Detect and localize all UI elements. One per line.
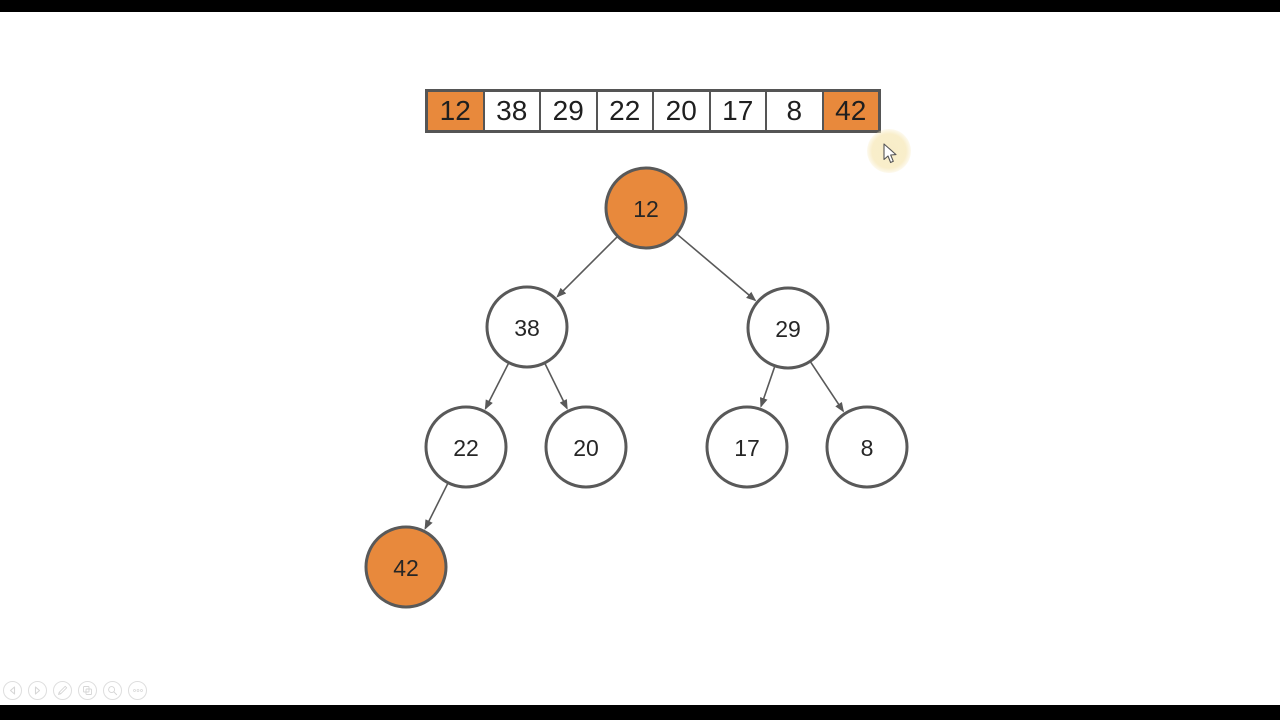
tree-node bbox=[364, 525, 448, 609]
more-button[interactable] bbox=[128, 681, 147, 700]
bottom-letterbox-bar bbox=[0, 705, 1280, 720]
magnifier-icon bbox=[108, 686, 118, 696]
tree-node bbox=[746, 286, 830, 370]
array-cell: 12 bbox=[428, 92, 483, 130]
top-letterbox-bar bbox=[0, 0, 1280, 12]
mouse-cursor-icon bbox=[883, 143, 897, 164]
tree-edges bbox=[424, 233, 845, 530]
tree-node bbox=[485, 285, 569, 369]
array-cell: 8 bbox=[765, 92, 822, 130]
array-cell: 22 bbox=[595, 92, 652, 130]
tree-node bbox=[825, 405, 909, 489]
pencil-icon bbox=[58, 685, 68, 695]
copy-icon bbox=[83, 686, 92, 695]
previous-button[interactable] bbox=[3, 681, 22, 700]
tree-edge bbox=[543, 362, 568, 410]
triangle-left-icon bbox=[9, 686, 16, 695]
cursor-highlight-halo bbox=[867, 129, 911, 173]
array-cell: 42 bbox=[821, 92, 878, 130]
tree-edge bbox=[556, 235, 619, 298]
zoom-button[interactable] bbox=[103, 681, 122, 700]
ellipsis-icon bbox=[132, 689, 143, 692]
tree-edge bbox=[676, 233, 757, 302]
tree-edge bbox=[809, 360, 845, 413]
tree-edge bbox=[424, 482, 449, 530]
tree-edge bbox=[759, 365, 776, 408]
tree-node bbox=[544, 405, 628, 489]
triangle-right-icon bbox=[34, 686, 41, 695]
array-cell: 29 bbox=[539, 92, 596, 130]
array-cell: 38 bbox=[482, 92, 539, 130]
tree-node bbox=[424, 405, 508, 489]
slides-button[interactable] bbox=[78, 681, 97, 700]
tree-node bbox=[705, 405, 789, 489]
array-cell: 17 bbox=[708, 92, 765, 130]
pencil-button[interactable] bbox=[53, 681, 72, 700]
array-cell: 20 bbox=[652, 92, 709, 130]
tree-edge bbox=[484, 362, 510, 411]
next-button[interactable] bbox=[28, 681, 47, 700]
tree-node bbox=[604, 166, 688, 250]
player-toolbar bbox=[3, 681, 147, 700]
